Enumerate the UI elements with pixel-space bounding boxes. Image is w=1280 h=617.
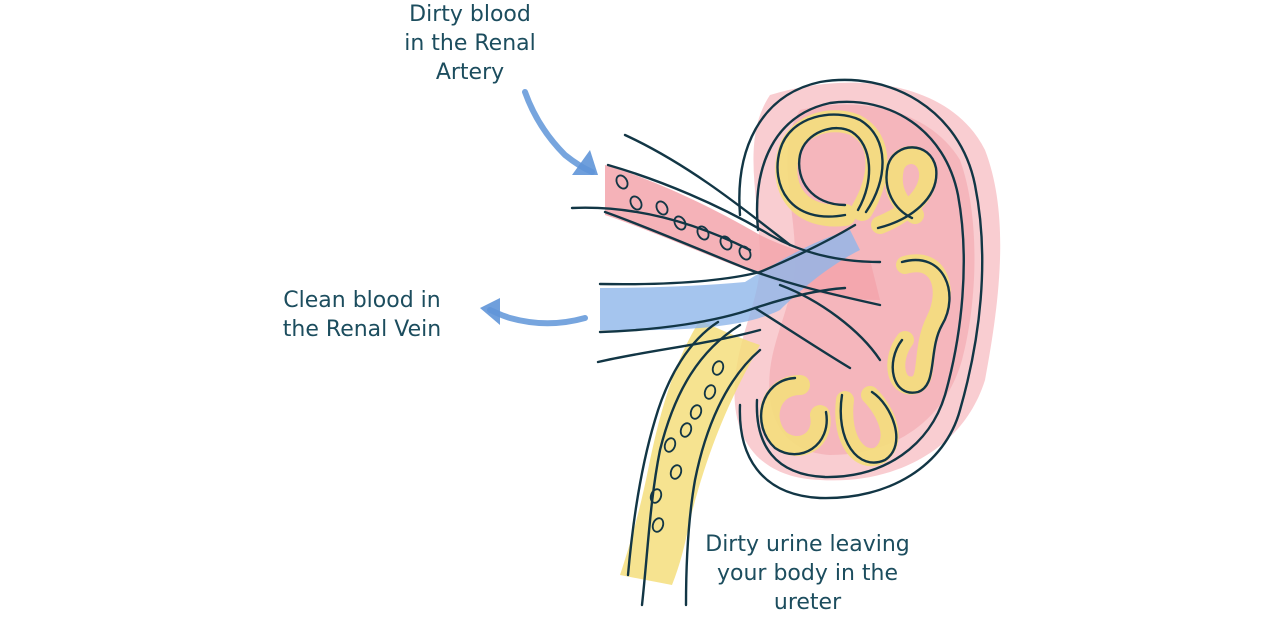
ureter-label-line1: Dirty urine leaving xyxy=(705,532,910,557)
ureter-wash xyxy=(620,320,760,585)
ureter-label: Dirty urine leaving your body in the ure… xyxy=(685,530,930,617)
kidney-outlines xyxy=(570,78,984,607)
ureter-cells xyxy=(649,360,725,533)
renal-vein-label-line2: the Renal Vein xyxy=(282,317,442,342)
ureter-label-line3: ureter xyxy=(773,590,842,615)
medulla-pyramids xyxy=(759,110,951,466)
artery-inflow-arrow-icon xyxy=(522,89,598,175)
renal-vein-wash xyxy=(600,230,860,331)
ureter-label-line2: your body in the xyxy=(716,561,899,586)
renal-artery-label-line2: in the Renal xyxy=(404,31,536,56)
vein-outflow-arrow-icon xyxy=(480,298,588,327)
renal-vein-label: Clean blood in the Renal Vein xyxy=(262,286,462,344)
artery-cells xyxy=(615,174,752,261)
renal-artery-label: Dirty blood in the Renal Artery xyxy=(380,0,560,87)
renal-vein-label-line1: Clean blood in xyxy=(283,288,441,313)
renal-artery-label-line3: Artery xyxy=(435,60,505,85)
renal-artery-label-line1: Dirty blood xyxy=(409,2,531,27)
